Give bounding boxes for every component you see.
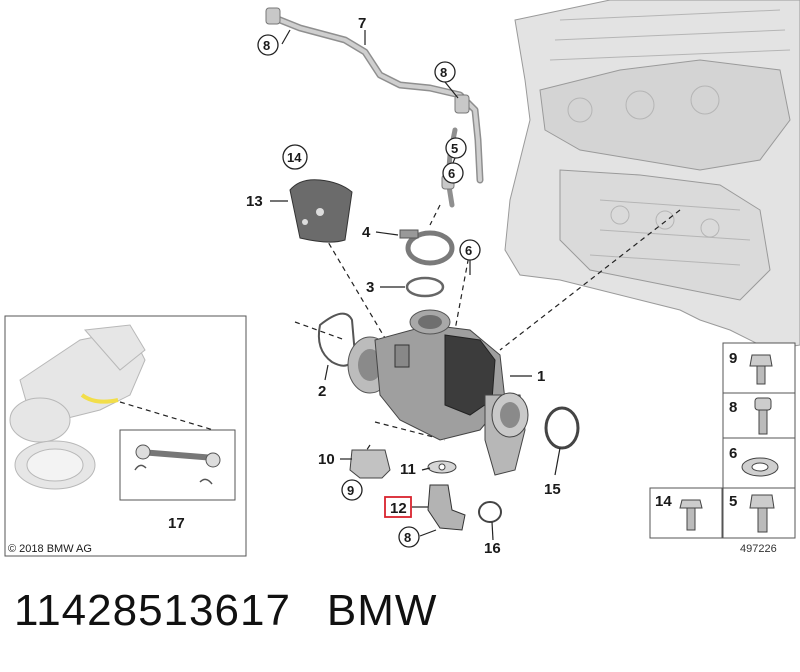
callout-13-label: 13 [246, 193, 263, 210]
bracket-10 [349, 449, 391, 479]
legend-8-label: 8 [729, 399, 737, 416]
callout-15-label: 15 [544, 481, 561, 498]
callout-12-highlight [384, 496, 412, 518]
line-bolt-top [265, 7, 281, 25]
callout-9-label: 9 [347, 483, 354, 498]
callout-11-label: 11 [400, 461, 416, 478]
callout-8-circle-top [257, 34, 279, 56]
callout-4-label: 4 [362, 224, 371, 241]
callout-6-circle-low [459, 239, 481, 261]
brand-name: BMW [326, 586, 438, 635]
legend-9-label: 9 [729, 350, 737, 367]
clamp-bolt [399, 229, 419, 239]
callout-14-circle [282, 144, 308, 170]
inset-panel: 17 © 2018 BMW AG [4, 315, 247, 557]
legend-5-label: 5 [729, 493, 737, 510]
turbocharger [347, 309, 529, 476]
oil-return-pipe [427, 484, 466, 531]
o-ring-16 [478, 501, 502, 523]
callout-6-circle-top [442, 162, 464, 184]
v-band-clamp [405, 230, 455, 266]
callout-9-circle [341, 479, 363, 501]
callout-label: 7 [358, 15, 366, 32]
gasket-ring-3 [405, 276, 445, 298]
engine-block [504, 0, 800, 351]
callout-8-label: 8 [440, 65, 447, 80]
bolt-8-icon [754, 397, 772, 435]
line-bolt-mid [454, 94, 470, 114]
bolt-14-icon [679, 499, 703, 531]
callout-5-label: 5 [451, 141, 458, 156]
inset-highlight-pipe [80, 393, 119, 404]
legend-14-label: 14 [655, 493, 672, 510]
callout-3-label: 3 [366, 279, 374, 296]
bolt-9-icon [749, 354, 773, 385]
image-code: 497226 [740, 543, 777, 555]
hardware-legend: 9 8 6 14 5 497226 [649, 342, 796, 555]
part-number: 11428513617 [14, 586, 291, 635]
callout-14-label: 14 [287, 150, 302, 165]
parts-diagram: 7 8 8 5 6 14 13 4 6 3 2 1 10 9 11 12 8 1… [4, 0, 800, 557]
leader-lines [294, 204, 681, 461]
callout-8-circle-low [398, 526, 420, 548]
callout-5-circle [445, 137, 467, 159]
callout-8-circle-mid [434, 61, 456, 83]
callout-8-label: 8 [263, 38, 270, 53]
washer-6-icon [741, 457, 779, 477]
o-ring-15 [544, 406, 580, 450]
callout-6-label: 6 [465, 243, 472, 258]
callout-leaders [270, 29, 561, 541]
bolt-5-icon [749, 494, 775, 533]
callout-6-label: 6 [448, 166, 455, 181]
callout-17-label: 17 [168, 515, 185, 532]
callout-1-label: 1 [537, 368, 545, 385]
heat-shield-hole [316, 208, 324, 216]
caption: 11428513617 BMW [14, 586, 794, 646]
oil-line [271, 14, 484, 184]
callout-10-label: 10 [318, 451, 335, 468]
callout-12-label: 12 [390, 500, 407, 517]
legend-6-label: 6 [729, 445, 737, 462]
callout-2-label: 2 [318, 383, 326, 400]
heat-shield-hole-2 [302, 219, 308, 225]
callout-7: 7 [358, 15, 366, 32]
callout-16-label: 16 [484, 540, 501, 557]
copyright-text: © 2018 BMW AG [8, 543, 92, 555]
callout-8-label: 8 [404, 530, 411, 545]
